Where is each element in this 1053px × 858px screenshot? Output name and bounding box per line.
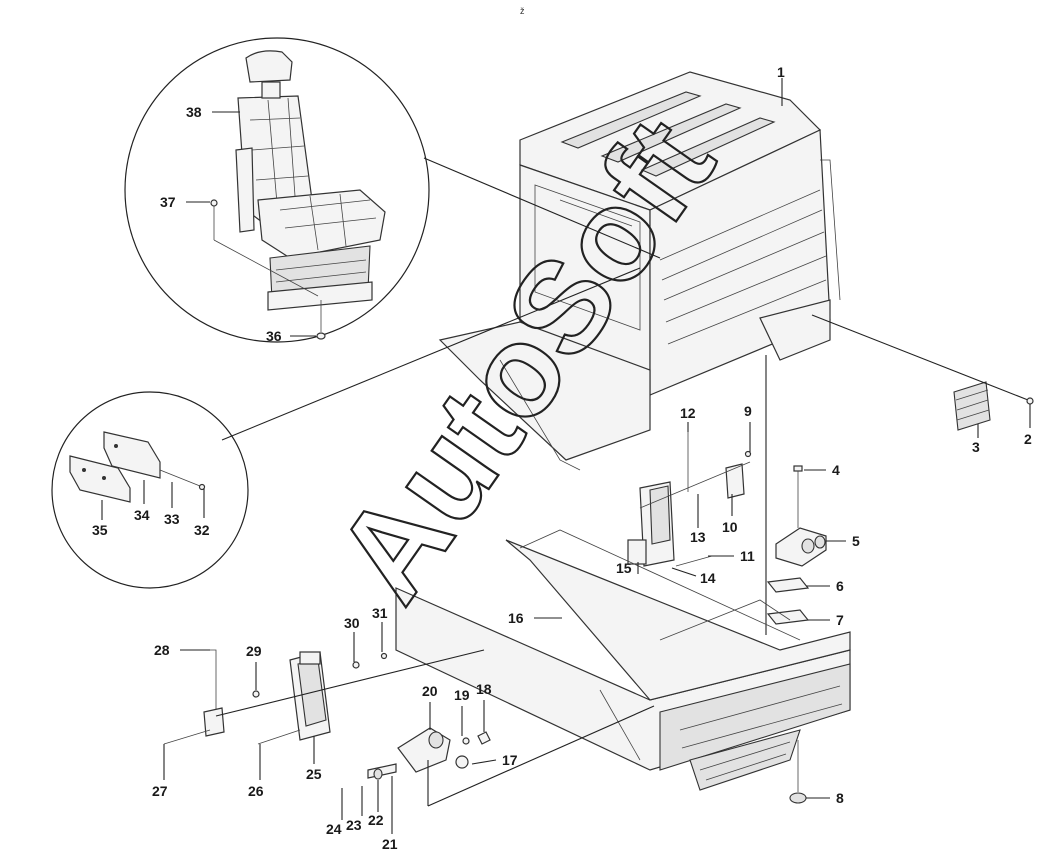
label-1: 1	[777, 64, 785, 80]
label-36: 36	[266, 328, 282, 344]
label-3: 3	[972, 439, 980, 455]
label-17: 17	[502, 752, 518, 768]
bracket-detail-callout	[51, 391, 249, 589]
hinge-bracket-20	[397, 727, 451, 773]
label-19: 19	[454, 687, 470, 703]
nut-8	[789, 792, 807, 804]
label-10: 10	[722, 519, 738, 535]
nut-18	[477, 731, 491, 745]
label-11: 11	[740, 548, 755, 564]
label-22: 22	[368, 812, 384, 828]
label-13: 13	[690, 529, 706, 545]
bolt-4	[793, 465, 803, 528]
clip-29	[252, 690, 260, 698]
label-37: 37	[160, 194, 176, 210]
bolt-37	[210, 199, 319, 297]
top-mark: ž	[520, 6, 525, 16]
latch-assembly-25	[289, 651, 331, 741]
label-34: 34	[134, 507, 150, 523]
shim-7	[766, 609, 810, 625]
rod-28	[203, 649, 225, 737]
grille-3	[953, 381, 991, 431]
label-21: 21	[382, 836, 398, 852]
label-16: 16	[508, 610, 524, 626]
label-4: 4	[832, 462, 840, 478]
label-9: 9	[744, 403, 752, 419]
shim-6	[766, 577, 810, 593]
driver-seat	[235, 50, 386, 311]
label-25: 25	[306, 766, 322, 782]
label-29: 29	[246, 643, 262, 659]
label-14: 14	[700, 570, 716, 586]
nut-36	[316, 300, 326, 340]
bracket-34	[103, 431, 161, 479]
bolt-33	[159, 469, 201, 487]
bushing-17	[455, 755, 469, 769]
label-23: 23	[346, 817, 362, 833]
label-8: 8	[836, 790, 844, 806]
label-7: 7	[836, 612, 844, 628]
bracket-35	[69, 455, 131, 503]
bolt-2	[1026, 397, 1034, 405]
bushing-22	[373, 768, 383, 780]
washer-19	[462, 737, 470, 745]
label-12: 12	[680, 405, 696, 421]
label-32: 32	[194, 522, 210, 538]
label-38: 38	[186, 104, 202, 120]
cab-body	[438, 71, 841, 471]
label-24: 24	[326, 821, 342, 837]
chassis-frame	[395, 529, 851, 791]
washer-30	[352, 661, 360, 669]
bolt-31	[380, 652, 388, 660]
callout-labels: 1 2 3 4 5 6 7 8 9 10 11 12 13 14 15 16 1…	[92, 64, 1032, 852]
label-27: 27	[152, 783, 168, 799]
label-6: 6	[836, 578, 844, 594]
label-26: 26	[248, 783, 264, 799]
label-18: 18	[476, 681, 492, 697]
seat-detail-callout	[124, 37, 430, 343]
label-5: 5	[852, 533, 860, 549]
label-31: 31	[372, 605, 388, 621]
label-28: 28	[154, 642, 170, 658]
label-15: 15	[616, 560, 632, 576]
label-30: 30	[344, 615, 360, 631]
washer-32	[198, 483, 206, 491]
label-33: 33	[164, 511, 180, 527]
label-35: 35	[92, 522, 108, 538]
latch-assembly	[627, 432, 752, 567]
label-20: 20	[422, 683, 438, 699]
label-2: 2	[1024, 431, 1032, 447]
mount-5	[775, 527, 827, 567]
leader-lines	[101, 111, 1031, 834]
